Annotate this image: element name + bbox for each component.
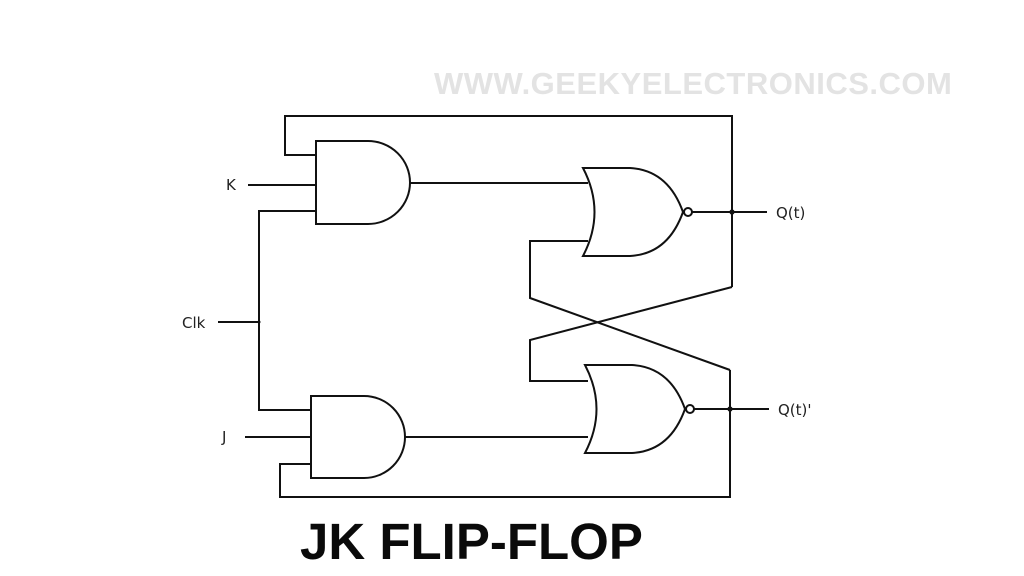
nor-gate-upper <box>581 167 685 257</box>
and-gate-upper <box>315 140 411 225</box>
inversion-bubble-lower <box>685 404 695 414</box>
wire-feedback-qbar-to-and-lower <box>279 370 731 498</box>
junction-dot-qbar <box>727 406 733 412</box>
nor-gate-lower <box>583 364 687 454</box>
and-gate-lower <box>310 395 406 479</box>
wire-cross-q-to-nor-lower <box>529 286 733 382</box>
label-q-output: Q(t) <box>776 204 805 222</box>
junction-dot-clk <box>257 320 261 324</box>
inversion-bubble-upper <box>683 207 693 217</box>
label-j: J <box>221 428 226 446</box>
wire-feedback-q-to-and-upper <box>284 115 733 287</box>
label-qbar-output: Q(t)' <box>778 401 812 419</box>
junction-dot-q <box>729 209 735 215</box>
watermark: WWW.GEEKYELECTRONICS.COM <box>434 66 953 101</box>
label-k: K <box>226 176 237 194</box>
label-clk: Clk <box>182 314 206 332</box>
wire-cross-qbar-to-nor-upper <box>529 240 731 371</box>
wire-clk-bus <box>258 210 316 411</box>
diagram-title: JK FLIP-FLOP <box>300 513 643 570</box>
